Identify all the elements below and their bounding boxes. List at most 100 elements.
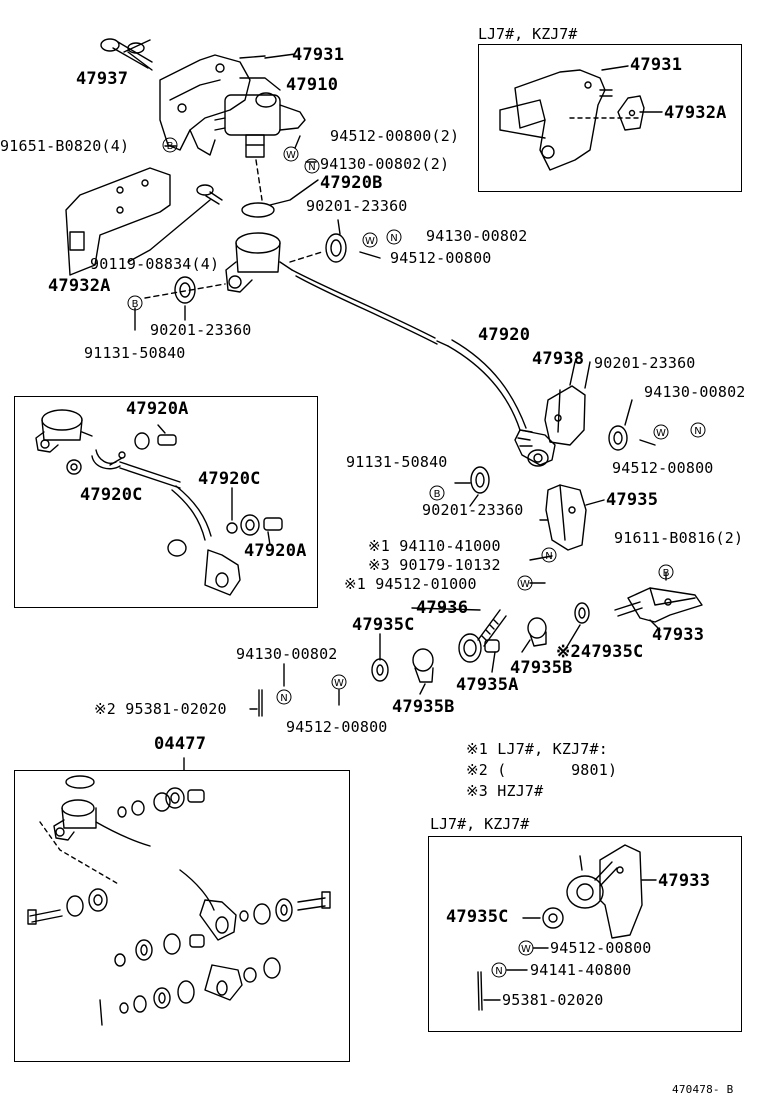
part-label-94110-41000: ※1 94110-41000 [368,537,501,555]
bushing-47935b-drawing-a [412,648,434,672]
lever-47938-drawing [544,385,586,446]
circle-w-marker: W [362,232,378,248]
bracket-47933-drawing [614,587,703,623]
variant-box-top-right-header: LJ7#, KZJ7# [478,25,578,43]
svg-text:W: W [334,678,344,689]
svg-text:N: N [280,693,287,704]
repair-kit-04477-drawing [27,775,331,1026]
part-label-94512-00800-e: 94512-00800 [286,718,388,736]
part-label-47932a: 47932A [48,276,111,296]
part-label-90201-23360-c: 90201-23360 [594,354,696,372]
part-label-90201-23360: 90201-23360 [306,197,408,215]
circle-w-marker: W [518,940,534,956]
variant-box-top-right [478,44,742,192]
bushing-47935c-drawing-b [574,602,590,624]
bolt-90119-drawing [196,184,223,205]
variant-box-bottom-right-header: LJ7#, KZJ7# [430,815,530,833]
bracket-47933-variant-drawing [566,844,643,939]
part-label-47936: 47936 [416,598,469,618]
diagram-code: 470478- B [672,1083,734,1096]
variant-box-bottom-right [428,836,742,1032]
part-label-94130-00802-x2: 94130-00802(2) [320,155,450,173]
svg-text:W: W [520,579,530,590]
circle-b-marker: B [429,485,445,501]
part-label-94130-00802-c: 94130-00802 [644,383,746,401]
bushing-47935c-drawing [371,658,389,682]
part-label-47920c: 47920C [80,485,143,505]
bolt-47937-drawing [100,38,153,71]
part-label-90179-10132: ※3 90179-10132 [368,556,501,574]
part-label-47920b: 47920B [320,173,383,193]
part-label-47931-variant: 47931 [630,55,683,75]
part-label-90201-23360-d: 90201-23360 [422,501,524,519]
note-1: ※1 LJ7#, KZJ7#: [466,740,608,758]
part-label-94512-00800-f: 94512-00800 [550,939,652,957]
circle-n-marker: N [276,689,292,705]
part-label-90119-08834: 90119-08834(4) [90,255,220,273]
part-label-91651-b0820: 91651-B0820(4) [0,137,130,155]
part-label-47935b: 47935B [510,658,573,678]
tube-47920-drawing [291,269,438,345]
circle-w-marker: W [517,575,533,591]
circle-b-marker: B [162,137,178,153]
part-label-94512-00800: 94512-00800 [390,249,492,267]
valve-47910-drawing [214,92,306,158]
part-label-94512-00800-c: 94512-00800 [612,459,714,477]
plate-47932a-variant-drawing [617,95,645,131]
svg-text:N: N [308,162,315,173]
part-label-91131-50840: 91131-50840 [84,344,186,362]
circle-n-marker: N [304,158,320,174]
part-label-47937: 47937 [76,69,129,89]
svg-text:B: B [434,489,441,500]
note-2: ※2 ( 9801) [466,761,618,779]
svg-text:W: W [656,428,666,439]
svg-text:N: N [545,551,552,562]
bushing-47935c-variant-drawing [542,907,564,929]
washer-90201-drawing-c [608,425,628,451]
part-label-47935a: 47935A [456,675,519,695]
note-3: ※3 HZJ7# [466,782,544,800]
part-label-94130-00802-d: 94130-00802 [236,645,338,663]
svg-text:B: B [167,141,174,152]
part-label-95381-02020-b: 95381-02020 [502,991,604,1009]
cotter-pin-95381-variant-drawing [477,971,480,1011]
part-label-47920a-b: 47920A [244,541,307,561]
svg-text:W: W [286,150,296,161]
svg-text:B: B [132,299,139,310]
part-label-47932a-variant: 47932A [664,103,727,123]
part-label-94512-01000: ※1 94512-01000 [344,575,477,593]
circle-w-marker: W [283,146,299,162]
bracket-47931-variant-drawing [499,69,641,171]
bracket-47931-drawing [159,54,251,156]
part-label-47933-variant: 47933 [658,871,711,891]
washer-90201-drawing-d [470,466,490,494]
part-label-47935: 47935 [606,490,659,510]
bolt-47936-drawing [458,609,507,663]
circle-b-marker: B [127,295,143,311]
part-label-94130-00802: 94130-00802 [426,227,528,245]
svg-text:B: B [663,568,670,579]
part-label-47935c: 47935C [352,615,415,635]
master-cylinder-drawing [225,232,293,293]
bracket-47932a-drawing [65,167,171,276]
circle-n-marker: N [386,229,402,245]
part-label-47935c-b: ※247935C [556,642,644,662]
part-label-94141-40800: 94141-40800 [530,961,632,979]
part-label-47935b-b: 47935B [392,697,455,717]
svg-text:N: N [390,233,397,244]
circle-n-marker: N [491,962,507,978]
part-label-90201-23360-b: 90201-23360 [150,321,252,339]
bracket-47935-drawing [545,484,587,551]
circle-n-marker: N [541,547,557,563]
bushing-47935b-drawing-b [527,617,547,639]
part-label-04477: 04477 [154,734,207,754]
part-label-94512-00800-x2: 94512-00800(2) [330,127,460,145]
circle-w-marker: W [331,674,347,690]
part-label-95381-02020: ※2 95381-02020 [94,700,227,718]
circle-b-marker: B [658,564,674,580]
svg-text:W: W [365,236,375,247]
part-label-47920a: 47920A [126,399,189,419]
part-label-47931: 47931 [292,45,345,65]
boot-47920-end-drawing [514,429,556,467]
